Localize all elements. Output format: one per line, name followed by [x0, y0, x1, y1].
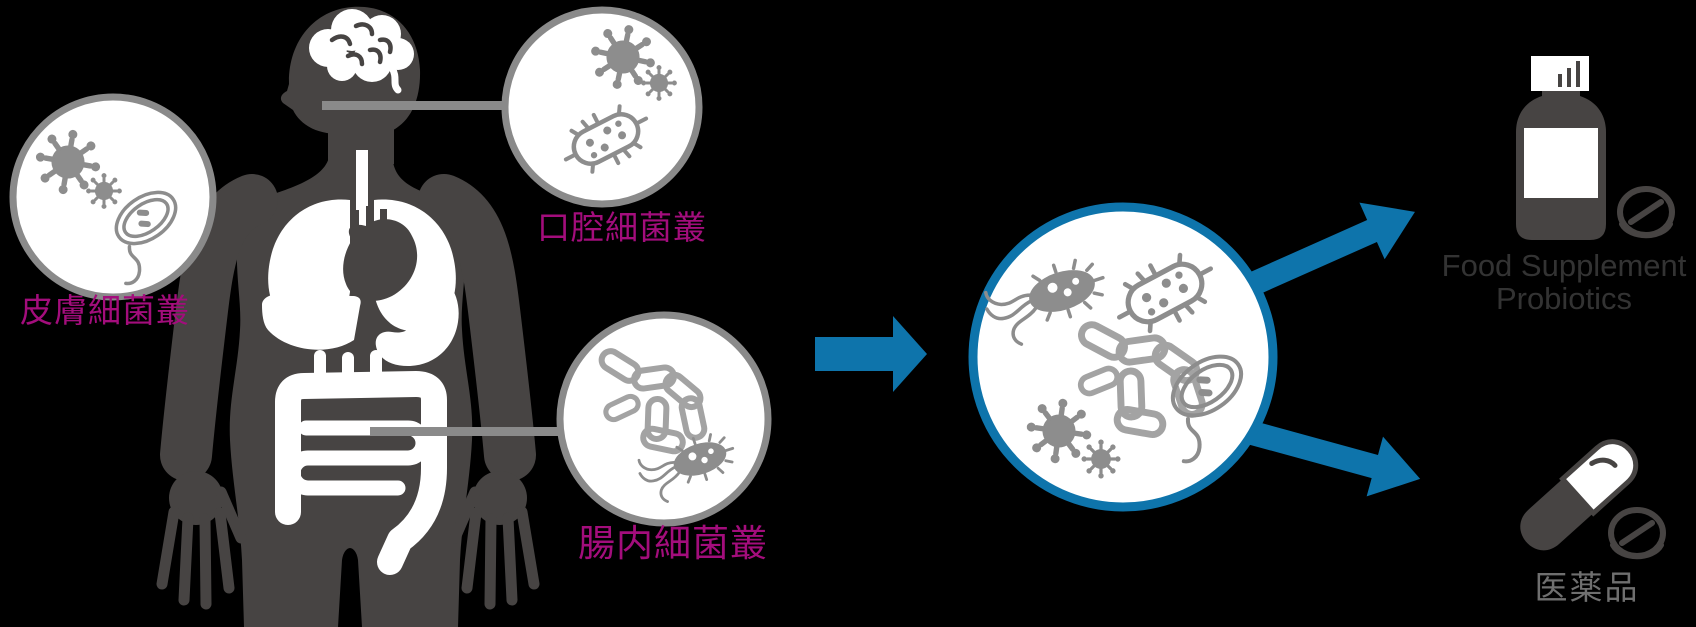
arrow-to-supplement-icon: [1230, 202, 1415, 303]
heart-icon: [343, 206, 418, 301]
stomach-icon: [375, 267, 459, 366]
supplement-bottle-icon: [1516, 56, 1606, 240]
pharmaceuticals-label: 医薬品: [1534, 569, 1640, 606]
small-virus-icon: [1082, 440, 1120, 478]
gut-microbiome-circle: [556, 311, 772, 527]
food-supplement-label: Food Supplement Probiotics: [1414, 248, 1696, 316]
skin-microbiome-circle: [9, 93, 217, 301]
central-microbiota-circle: [968, 202, 1278, 512]
liver-icon: [262, 294, 361, 350]
gut-connector-line: [370, 427, 592, 436]
oral-connector-line: [322, 101, 534, 110]
skin-microbiota-label: 皮膚細菌叢: [20, 292, 190, 329]
arrow-to-drug-icon: [1230, 416, 1421, 497]
gut-microbiota-label: 腸内細菌叢: [578, 523, 768, 564]
tablet-icon: [1611, 510, 1663, 556]
human-body-silhouette-icon: [156, 6, 540, 627]
left-arm-shape: [160, 174, 278, 481]
brain-icon: [309, 9, 414, 94]
right-arm-shape: [418, 174, 536, 481]
tablet-icon: [1620, 189, 1672, 235]
capsule-icon: [1520, 439, 1639, 551]
food-supplement-line1: Food Supplement: [1441, 248, 1687, 283]
left-hand-shape: [156, 471, 247, 610]
right-hand-shape: [449, 471, 540, 610]
food-supplement-line2: Probiotics: [1495, 280, 1633, 316]
oral-microbiota-label: 口腔細菌叢: [537, 209, 707, 246]
small-virus-icon: [641, 65, 676, 100]
main-right-arrow-icon: [815, 316, 927, 392]
oral-microbiome-circle: [501, 6, 703, 208]
small-virus-icon: [86, 173, 121, 208]
